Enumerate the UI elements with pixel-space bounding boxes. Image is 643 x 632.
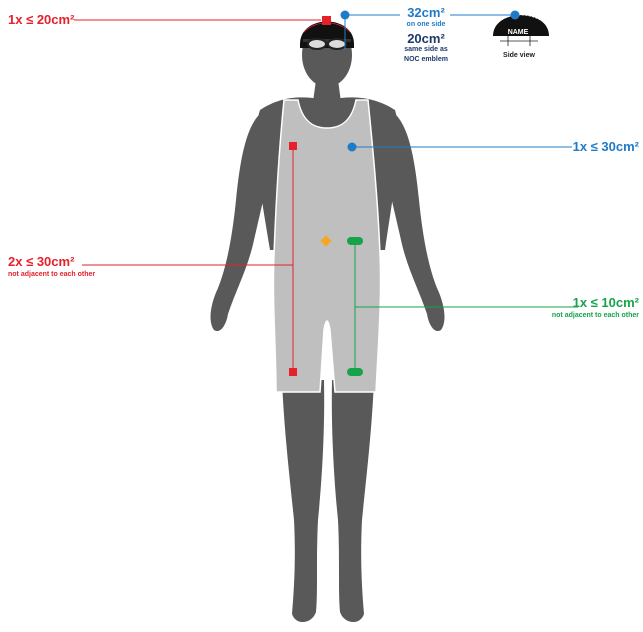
cap-emblem-note-line2: NOC emblem — [390, 56, 462, 63]
goggles-bridge — [325, 42, 329, 44]
red-square-marker — [322, 16, 331, 25]
cap-side-area-note: on one side — [392, 21, 460, 28]
left-leg-shape — [282, 380, 324, 622]
right-leg-shape — [332, 380, 374, 622]
side-torso-note: not adjacent to each other — [8, 271, 95, 278]
hip-note: not adjacent to each other — [520, 312, 639, 319]
cap-emblem-note-line1: same side as — [390, 46, 462, 53]
side-view-name-text: NAME — [503, 29, 533, 36]
hip-label: 1x ≤ 10cm² — [560, 296, 639, 309]
red-square-marker — [289, 142, 297, 150]
blue-circle-marker — [511, 11, 520, 20]
goggles-right-lens — [328, 39, 346, 49]
green-pill-marker — [347, 368, 363, 376]
cap-side-area-label: 32cm² — [402, 6, 450, 19]
cap-front-label: 1x ≤ 20cm² — [8, 13, 74, 26]
side-torso-label: 2x ≤ 30cm² — [8, 255, 74, 268]
blue-circle-marker — [341, 11, 350, 20]
cap-emblem-area-label: 20cm² — [400, 32, 452, 45]
red-square-marker — [289, 368, 297, 376]
chest-label: 1x ≤ 30cm² — [560, 140, 639, 153]
side-view-caption: Side view — [490, 52, 548, 59]
blue-circle-marker — [348, 143, 357, 152]
goggles-left-lens — [308, 39, 326, 49]
green-pill-marker — [347, 237, 363, 245]
swimmer-silhouette — [211, 23, 445, 622]
